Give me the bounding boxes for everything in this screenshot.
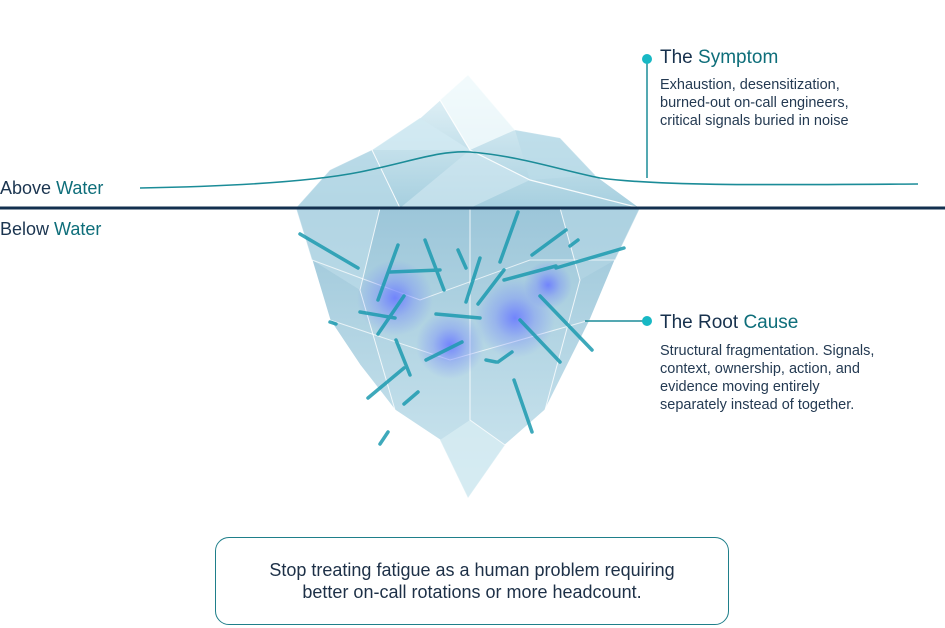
root-cause-line: context, ownership, action, and <box>660 361 860 377</box>
symptom-description: Exhaustion, desensitization, burned-out … <box>660 76 849 130</box>
root-cause-line: Structural fragmentation. Signals, <box>660 343 875 359</box>
root-cause-connector <box>585 316 652 326</box>
below-water-accent: Water <box>54 219 102 239</box>
above-water-prefix: Above <box>0 178 52 198</box>
root-cause-line: evidence moving entirely <box>660 379 820 395</box>
iceberg-tip <box>294 74 642 209</box>
banner-line: better on-call rotations or more headcou… <box>302 582 642 602</box>
symptom-title-accent: Symptom <box>698 47 779 68</box>
symptom-line: critical signals buried in noise <box>660 113 849 129</box>
root-cause-title: The Root Cause <box>660 312 798 334</box>
root-cause-line: separately instead of together. <box>660 397 855 413</box>
symptom-title: The Symptom <box>660 47 778 69</box>
root-cause-title-accent: Cause <box>743 312 799 333</box>
below-water-prefix: Below <box>0 219 50 239</box>
above-water-accent: Water <box>56 178 104 198</box>
above-water-label: Above Water <box>0 178 103 199</box>
signal-shards <box>298 210 626 446</box>
root-cause-description: Structural fragmentation. Signals, conte… <box>660 342 874 414</box>
symptom-dot <box>642 54 652 64</box>
symptom-connector <box>642 54 652 178</box>
water-surface-curve <box>139 150 919 189</box>
symptom-title-prefix: The <box>660 47 693 68</box>
conclusion-banner: Stop treating fatigue as a human problem… <box>215 537 729 625</box>
below-water-label: Below Water <box>0 219 101 240</box>
symptom-line: burned-out on-call engineers, <box>660 95 849 111</box>
banner-line: Stop treating fatigue as a human problem… <box>269 560 675 580</box>
glow-left <box>357 260 433 336</box>
glow-center <box>416 311 484 379</box>
root-cause-title-prefix: The Root <box>660 312 739 333</box>
root-cause-dot <box>642 316 652 326</box>
symptom-line: Exhaustion, desensitization, <box>660 77 840 93</box>
